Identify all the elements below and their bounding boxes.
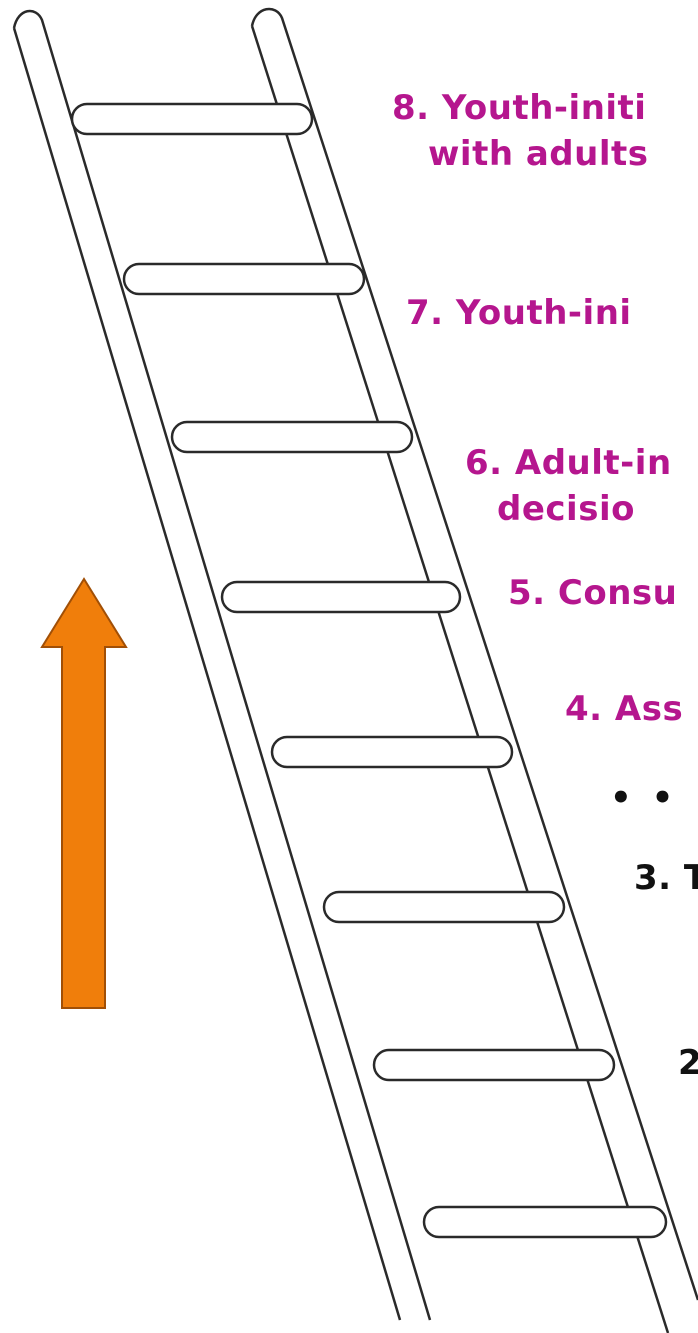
rung-label-5-line-1: 5. Consu: [508, 573, 678, 613]
rung-label-2: 2: [678, 1040, 698, 1086]
ladder-rung-2: [372, 1048, 616, 1082]
rung-label-7-line-1: 7. Youth-ini: [406, 293, 632, 333]
ladder-rung-1: [422, 1205, 668, 1239]
rung-label-6-line-1: 6. Adult-in: [465, 443, 672, 483]
ladder-left-rail: [12, 9, 432, 1321]
ladder-rung-4: [270, 735, 514, 769]
ladder-rung-5: [220, 580, 462, 614]
rung-label-6-line-2: decisio: [497, 489, 635, 529]
rung-label-2-line-1: 2: [678, 1043, 698, 1083]
ladder-rung-3: [322, 890, 566, 924]
rung-label-8-line-1: 8. Youth-initi: [392, 88, 647, 128]
rung-label-4-line-1: 4. Ass: [565, 689, 684, 729]
ladder-rungs: [70, 102, 668, 1239]
ladder-rung-7: [122, 262, 366, 296]
rung-label-3-line-1: 3. T: [634, 858, 698, 898]
ladder-right-rail: [250, 7, 698, 1333]
rung-label-4: 4. Ass: [565, 686, 683, 732]
ladder-rung-6: [170, 420, 414, 454]
rung-label-8: 8. Youth-initi with adults: [392, 85, 649, 177]
rung-label-8-line-2: with adults: [428, 134, 649, 174]
rung-label-7: 7. Youth-ini: [406, 290, 632, 336]
rung-label-3: 3. T: [634, 855, 698, 901]
dotted-separator: • • •: [610, 778, 698, 818]
rung-label-5: 5. Consu: [508, 570, 677, 616]
rung-label-6: 6. Adult-in decisio: [465, 440, 672, 532]
ladder-rung-8: [70, 102, 314, 136]
up-arrow-icon: [40, 577, 128, 1009]
